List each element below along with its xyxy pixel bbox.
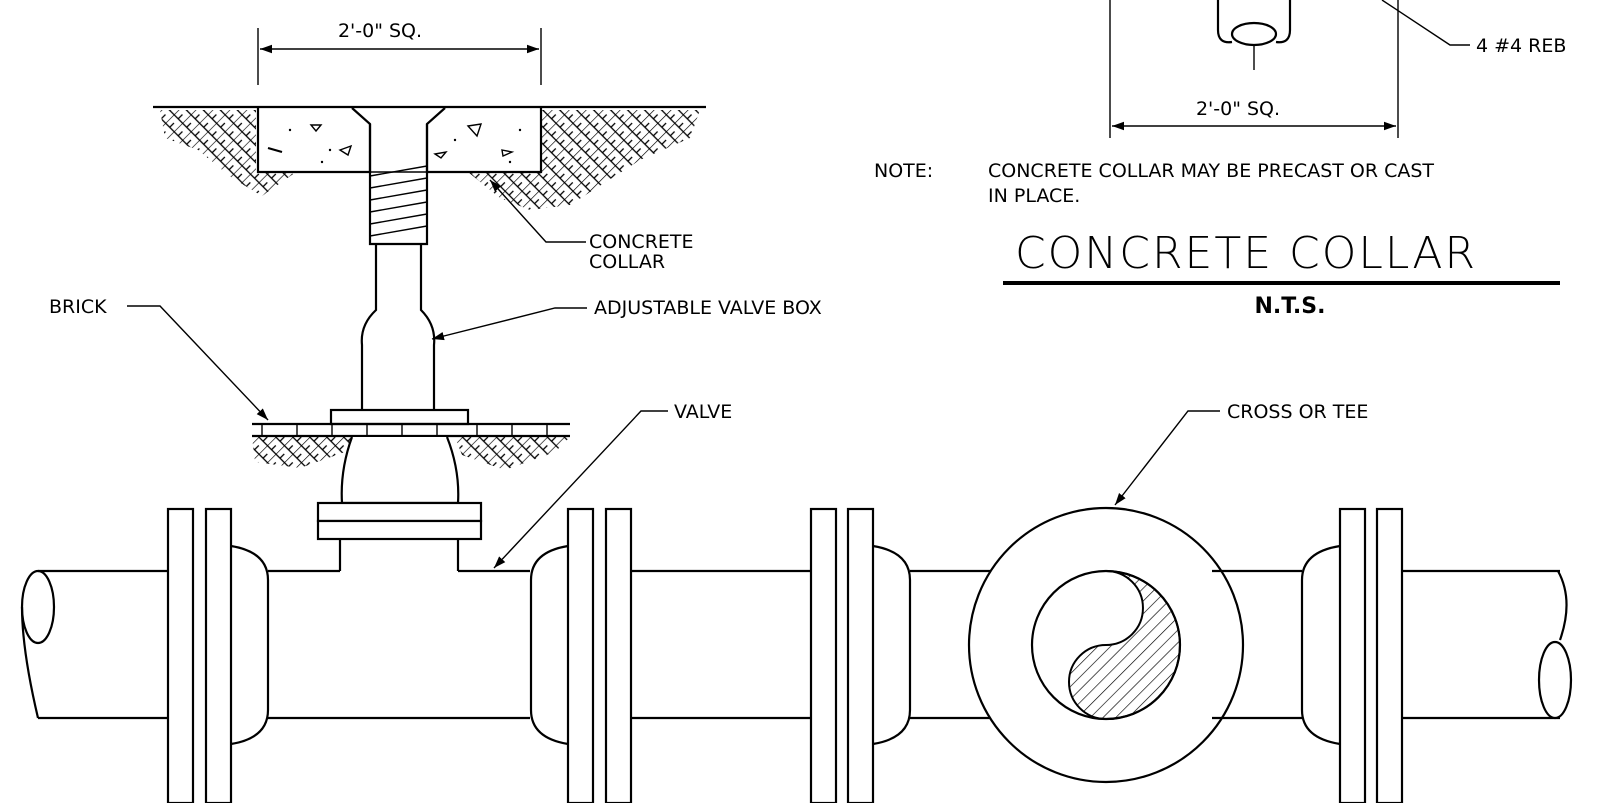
callout-cross-or-tee: CROSS OR TEE — [1114, 401, 1368, 506]
collar-width-dimension: 2'-0" SQ. — [257, 20, 542, 85]
flange-4b — [1375, 507, 1404, 803]
flange-1a — [166, 507, 195, 803]
callout-concrete-collar-line2: COLLAR — [589, 251, 665, 273]
valve-box-top — [368, 124, 429, 246]
pipe-end-right — [1537, 640, 1573, 720]
adjustable-valve-box-body — [360, 244, 436, 410]
pipe-end-right-upper — [1557, 570, 1568, 641]
note-line-2: IN PLACE. — [988, 185, 1080, 207]
hub-1 — [230, 544, 270, 746]
cross-section-hatch — [1068, 570, 1181, 721]
callout-adjustable-valve-box-label: ADJUSTABLE VALVE BOX — [594, 297, 822, 319]
flange-2b — [604, 507, 633, 803]
collar-width-dimension-label: 2'-0" SQ. — [338, 20, 422, 42]
pipe-in-plan — [1216, 0, 1292, 44]
flange-3b — [846, 507, 875, 803]
callout-valve: VALVE — [493, 401, 732, 569]
detail-title: CONCRETE COLLAR — [1015, 228, 1477, 279]
concrete-collar — [256, 107, 543, 174]
note-label: NOTE: — [874, 160, 933, 182]
callout-cross-or-tee-label: CROSS OR TEE — [1227, 401, 1368, 423]
valve-bonnet — [340, 436, 460, 505]
callout-concrete-collar-line1: CONCRETE — [589, 231, 694, 253]
callout-brick: BRICK — [49, 296, 269, 421]
collar-plan-view: 4 #4 REB 2'-0" SQ. — [1109, 0, 1566, 138]
flange-4a — [1338, 507, 1367, 803]
note-line-1: CONCRETE COLLAR MAY BE PRECAST OR CAST — [988, 160, 1434, 182]
valve-flange-top — [316, 501, 483, 523]
callout-concrete-collar: CONCRETE COLLAR — [489, 179, 694, 273]
hub-4 — [1300, 544, 1341, 746]
pipe-end-left — [20, 569, 56, 645]
callout-adjustable-valve-box: ADJUSTABLE VALVE BOX — [431, 297, 822, 341]
flange-2a — [566, 507, 595, 803]
detail-title-block: CONCRETE COLLAR N.T.S. — [1003, 228, 1560, 319]
hub-3 — [872, 544, 912, 746]
soil-hatch-under-brick-right — [455, 437, 570, 470]
valve-neck — [338, 539, 460, 571]
hub-2 — [529, 544, 569, 746]
note-block: NOTE: CONCRETE COLLAR MAY BE PRECAST OR … — [874, 160, 1434, 207]
detail-scale: N.T.S. — [1255, 294, 1326, 319]
pipe-elevation — [20, 506, 1573, 803]
rebar-label: 4 #4 REB — [1476, 35, 1566, 57]
soil-hatch-under-brick-left — [252, 437, 352, 468]
callout-brick-label: BRICK — [49, 296, 107, 318]
concrete-aggregate-marks — [267, 123, 522, 164]
soil-hatch-left — [160, 110, 296, 196]
plan-width-dimension-label: 2'-0" SQ. — [1196, 98, 1280, 120]
valve-box-base — [329, 408, 470, 426]
rebar-leader — [1381, 0, 1470, 46]
soil-hatch-right — [468, 110, 700, 210]
flange-3a — [809, 507, 838, 803]
collar-section-view: 2'-0" SQ. — [153, 20, 706, 571]
valve-box-threads — [369, 165, 428, 237]
callout-valve-label: VALVE — [674, 401, 732, 423]
flange-1b — [204, 507, 233, 803]
brick-layer — [252, 422, 570, 438]
valve-flange-bottom — [316, 519, 483, 541]
